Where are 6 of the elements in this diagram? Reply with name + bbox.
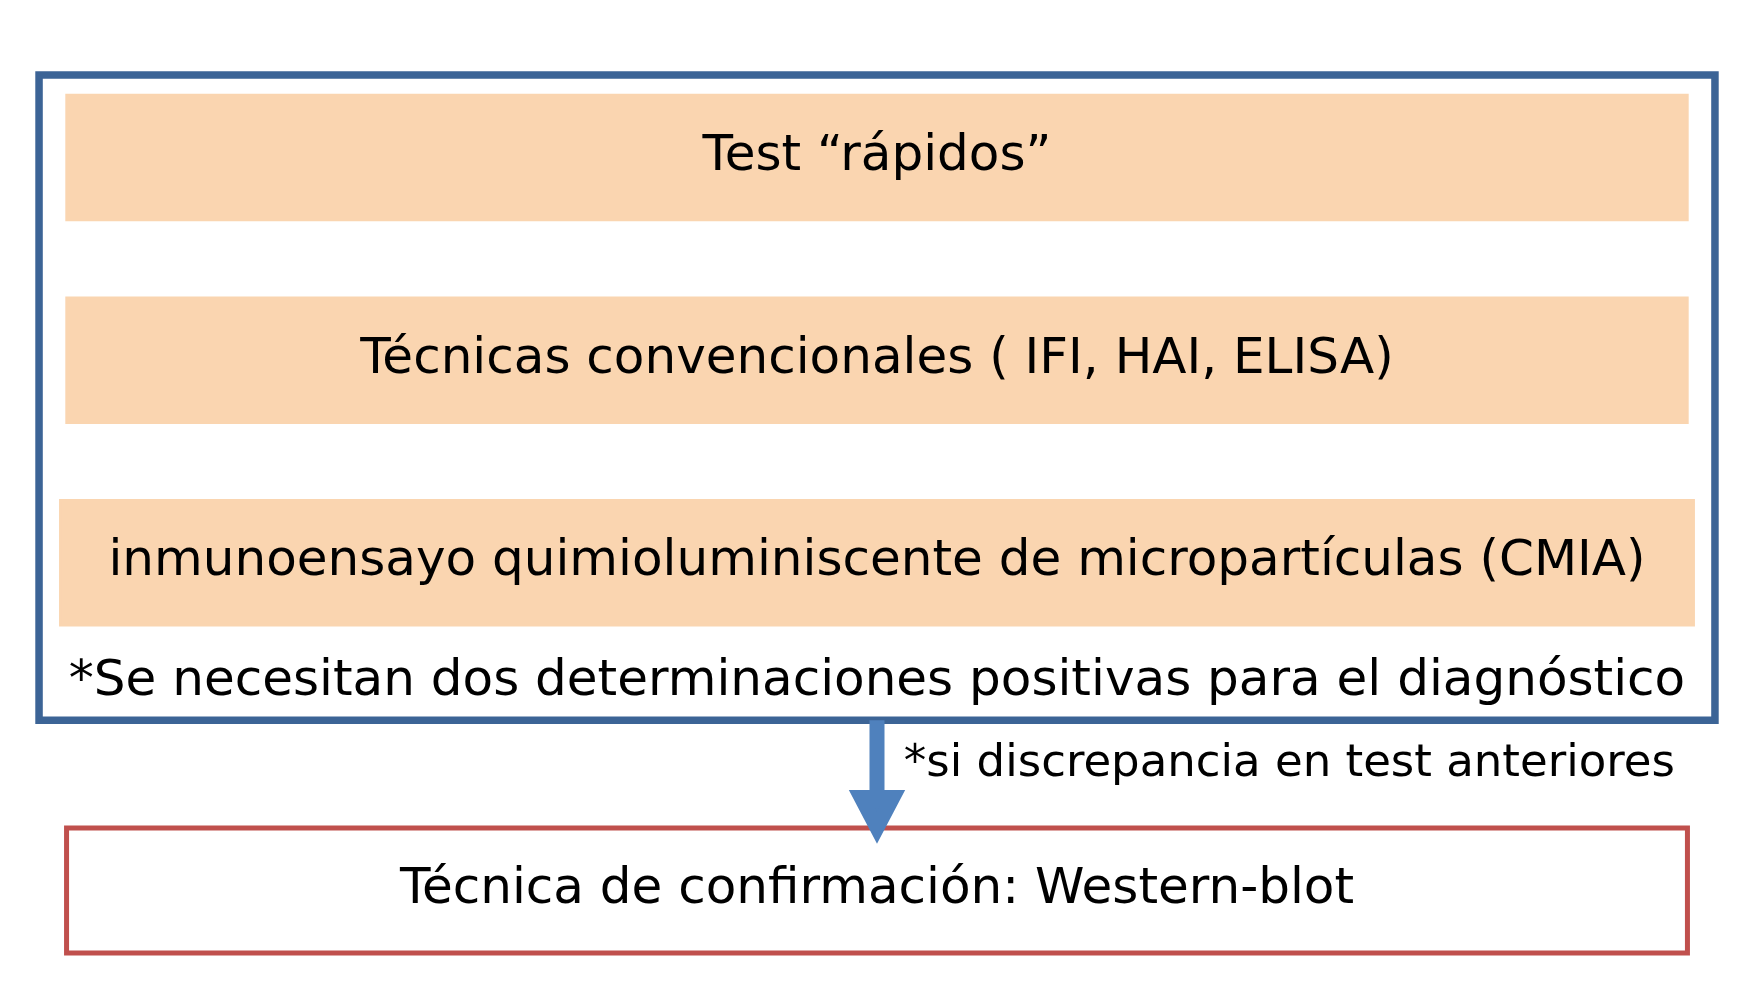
node-box: Test “rápidos”: [64, 93, 1689, 221]
node-box: inmunoensayo quimioluminiscente de micropartículas (CMIA): [58, 498, 1695, 627]
arrow: [848, 719, 905, 844]
node-box: Técnicas convencionales ( IFI, HAI, ELISA): [64, 295, 1689, 424]
node-box: Técnica de confirmación: Western-blot: [63, 824, 1690, 955]
edge-label: *si discrepancia en test anteriores: [903, 733, 1675, 787]
